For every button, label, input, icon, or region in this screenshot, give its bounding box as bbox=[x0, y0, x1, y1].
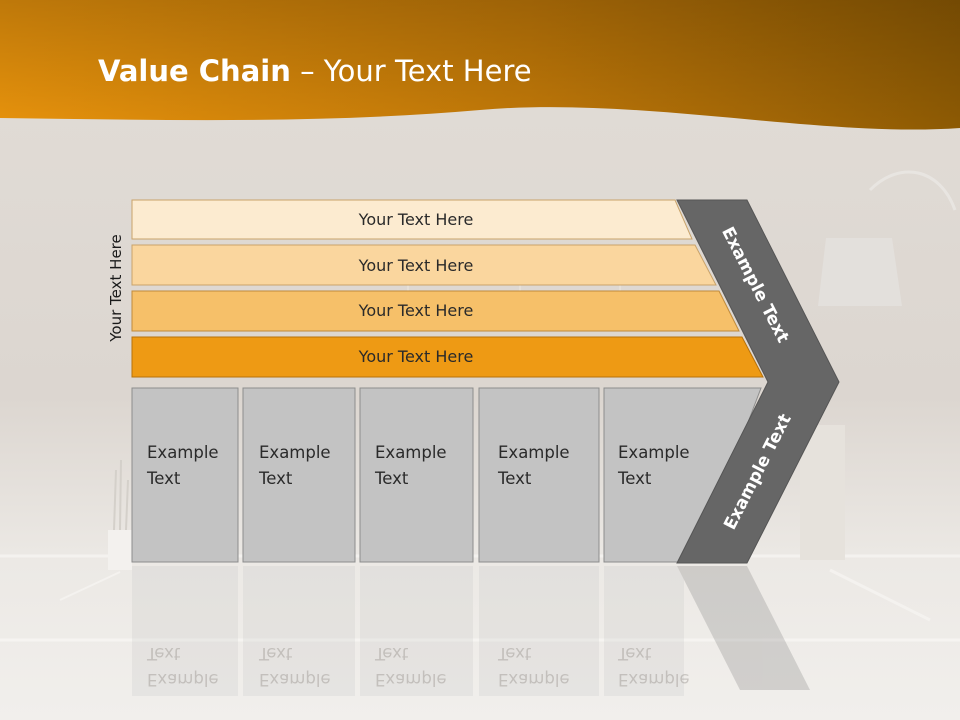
box-1-reflection: Example Text bbox=[147, 640, 247, 692]
box-1-line2: Text bbox=[147, 469, 181, 488]
box-4-line2: Text bbox=[498, 469, 532, 488]
box-3-line2: Text bbox=[375, 469, 409, 488]
box-3-reflection: Example Text bbox=[375, 640, 475, 692]
box-2-shape bbox=[242, 387, 356, 563]
slide-title: Value Chain – Your Text Here bbox=[98, 54, 532, 88]
band-1-shape bbox=[131, 199, 693, 240]
title-rest: – Your Text Here bbox=[290, 54, 532, 88]
band-3-shape bbox=[131, 290, 740, 332]
value-arrow bbox=[676, 199, 840, 564]
box-5-line2: Text bbox=[618, 469, 652, 488]
band-2-shape bbox=[131, 244, 717, 286]
band-1-label: Your Text Here bbox=[358, 209, 474, 229]
box-5-reflection-line2: Text bbox=[618, 644, 652, 663]
band-2-label: Your Text Here bbox=[358, 255, 474, 275]
box-1-shape bbox=[131, 387, 239, 563]
box-2-reflection-line1: Example bbox=[259, 670, 331, 689]
band-3-label: Your Text Here bbox=[358, 300, 474, 320]
box-4-reflection: Example Text bbox=[498, 640, 598, 692]
box-4-reflection-line2: Text bbox=[498, 644, 532, 663]
box-3-reflection-line2: Text bbox=[375, 644, 409, 663]
box-3-line1: Example bbox=[375, 443, 447, 462]
box-1-line1: Example bbox=[147, 443, 219, 462]
title-bold: Value Chain bbox=[98, 54, 291, 88]
band-4-shape bbox=[131, 336, 764, 378]
box-2-reflection-line2: Text bbox=[259, 644, 293, 663]
box-1-reflection-line1: Example bbox=[147, 670, 219, 689]
box-2-reflection: Example Text bbox=[259, 640, 359, 692]
box-5-line1: Example bbox=[618, 443, 690, 462]
box-3-reflection-line1: Example bbox=[375, 670, 447, 689]
box-5-reflection: Example Text bbox=[618, 640, 718, 692]
box-5-reflection-line1: Example bbox=[618, 670, 690, 689]
box-2-line2: Text bbox=[259, 469, 293, 488]
lamp-shade bbox=[818, 238, 902, 306]
side-label: Your Text Here bbox=[107, 234, 125, 342]
box-4-shape bbox=[478, 387, 600, 563]
band-4-label: Your Text Here bbox=[358, 346, 474, 366]
box-2-line1: Example bbox=[259, 443, 331, 462]
box-4-reflection-line1: Example bbox=[498, 670, 570, 689]
box-3-shape bbox=[359, 387, 474, 563]
box-4-line1: Example bbox=[498, 443, 570, 462]
box-1-reflection-line2: Text bbox=[147, 644, 181, 663]
